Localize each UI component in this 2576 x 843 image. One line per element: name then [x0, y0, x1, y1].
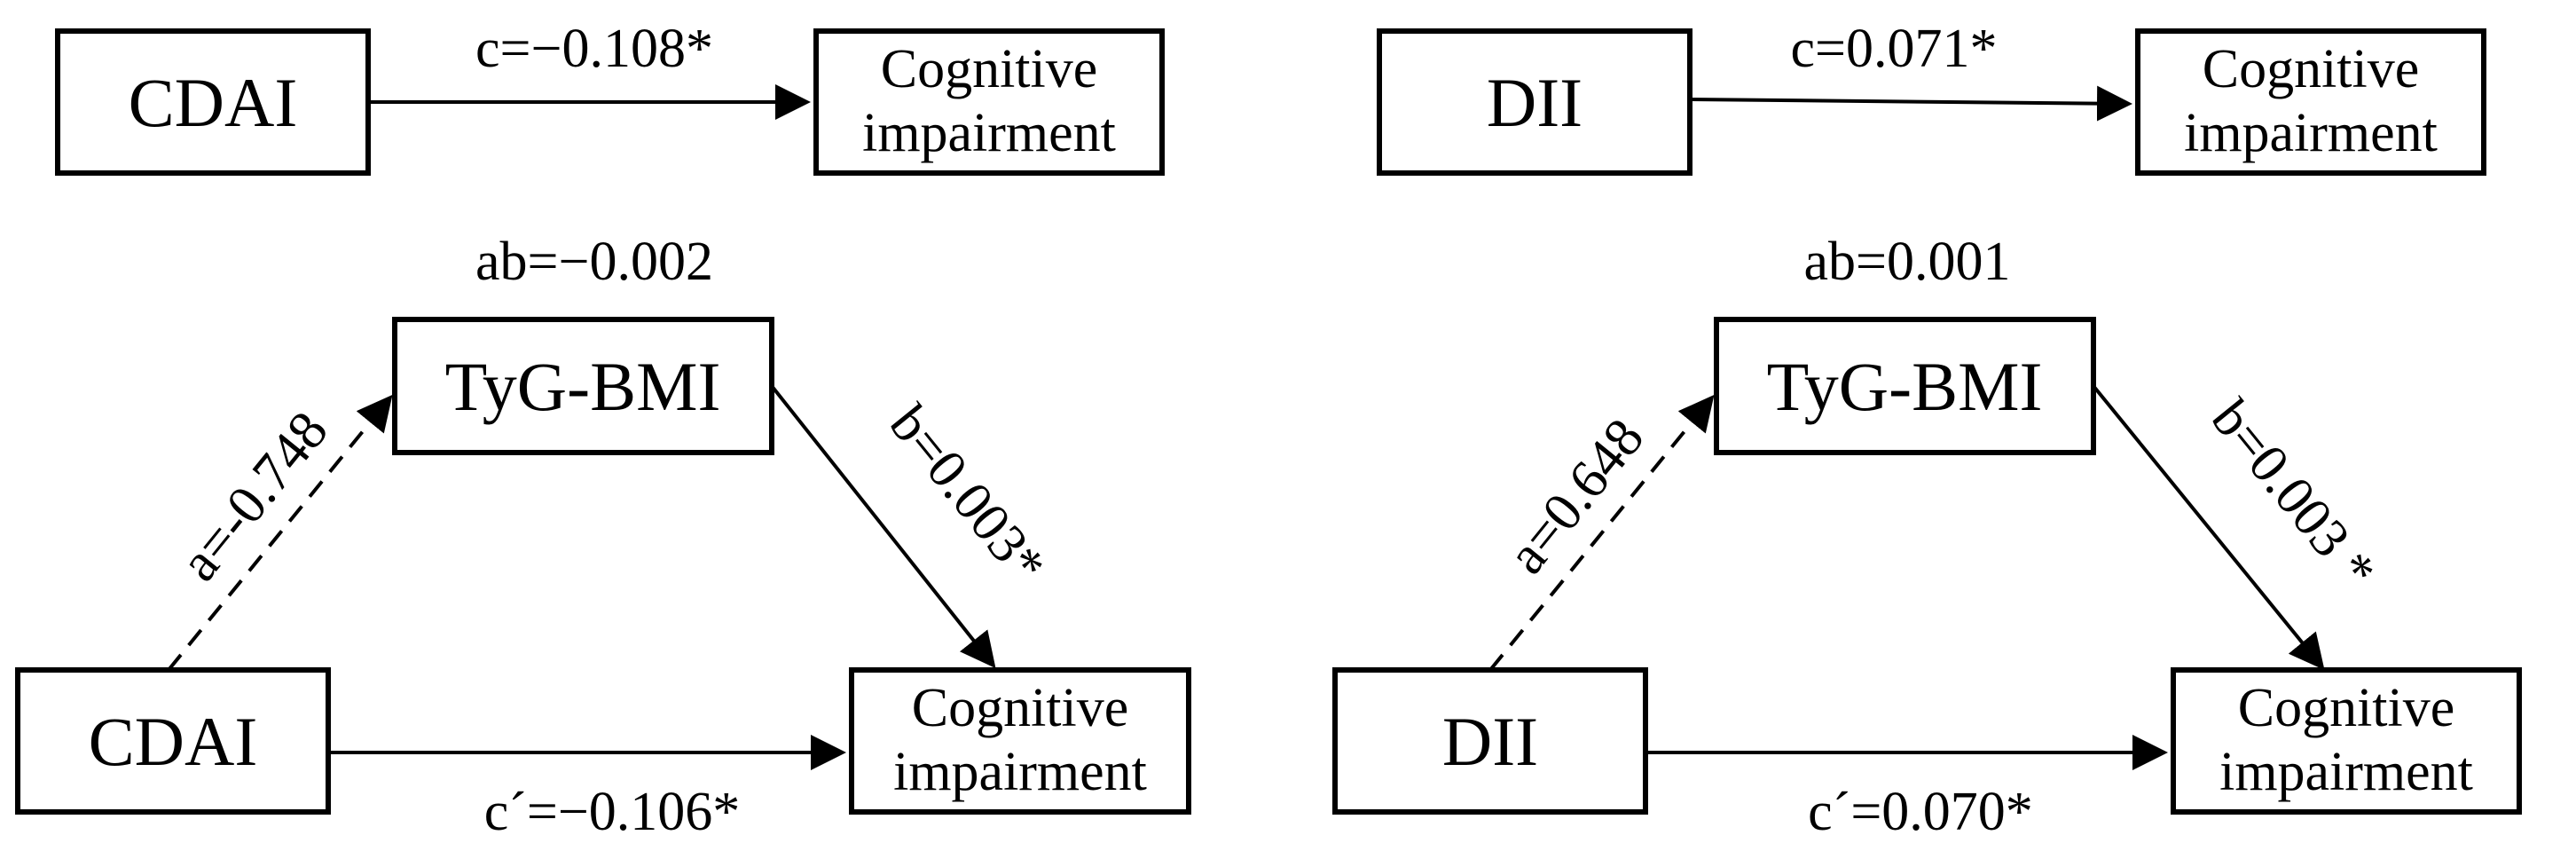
- right-mediation-model: ab=0.001 TyG-BMI DII Cognitive impairmen…: [1332, 232, 2522, 842]
- right-path-a-arrow: [1488, 394, 1715, 672]
- left-path-b-label: b=0.003*: [878, 394, 1057, 595]
- right-path-b-label: b=0.003 *: [2200, 389, 2387, 601]
- left-exposure-label: CDAI: [89, 703, 258, 780]
- left-total-outcome-label-line2: impairment: [862, 103, 1116, 163]
- right-outcome-label-line1: Cognitive: [2238, 678, 2455, 738]
- left-total-path-c-label: c=−0.108*: [475, 19, 713, 79]
- right-total-outcome-label-line1: Cognitive: [2203, 39, 2420, 99]
- left-total-outcome-box: [813, 28, 1165, 176]
- left-total-exposure-box: [55, 28, 371, 176]
- left-outcome-label-line2: impairment: [893, 742, 1147, 802]
- right-total-exposure-label: DII: [1487, 64, 1583, 141]
- right-indirect-effect-label: ab=0.001: [1804, 232, 2011, 292]
- right-total-outcome-label-line2: impairment: [2184, 103, 2438, 163]
- left-path-b-arrow: [770, 384, 996, 669]
- right-mediator-label: TyG-BMI: [1767, 348, 2043, 425]
- left-panel: CDAI c=−0.108* Cognitive impairment ab=−…: [15, 19, 1191, 842]
- left-mediator-label: TyG-BMI: [445, 348, 721, 425]
- left-mediation-model: ab=−0.002 TyG-BMI CDAI Cognitive impairm…: [15, 232, 1191, 842]
- right-mediator-box: [1714, 317, 2096, 455]
- left-total-outcome-label-line1: Cognitive: [881, 39, 1098, 99]
- right-total-path-c-arrow: [1689, 85, 2132, 122]
- left-total-exposure-label: CDAI: [129, 64, 298, 141]
- right-path-b-arrow: [2092, 384, 2325, 671]
- left-outcome-box: [849, 667, 1191, 815]
- right-total-exposure-box: [1377, 28, 1692, 176]
- right-total-effect-model: DII c=0.071* Cognitive impairment: [1377, 19, 2486, 176]
- left-path-c-prime-label: c´=−0.106*: [484, 782, 741, 842]
- right-exposure-label: DII: [1442, 703, 1538, 780]
- right-outcome-box: [2171, 667, 2522, 815]
- right-panel: DII c=0.071* Cognitive impairment ab=0.0…: [1332, 19, 2522, 842]
- left-mediator-box: [392, 317, 774, 455]
- right-total-outcome-box: [2135, 28, 2486, 176]
- left-total-effect-model: CDAI c=−0.108* Cognitive impairment: [55, 19, 1165, 176]
- left-path-a-arrow: [167, 394, 393, 672]
- right-total-path-c-label: c=0.071*: [1791, 19, 1998, 79]
- right-path-c-prime-label: c´=0.070*: [1808, 782, 2033, 842]
- left-exposure-box: [15, 667, 331, 815]
- left-indirect-effect-label: ab=−0.002: [475, 232, 713, 292]
- left-outcome-label-line1: Cognitive: [912, 678, 1129, 738]
- right-outcome-label-line2: impairment: [2219, 742, 2473, 802]
